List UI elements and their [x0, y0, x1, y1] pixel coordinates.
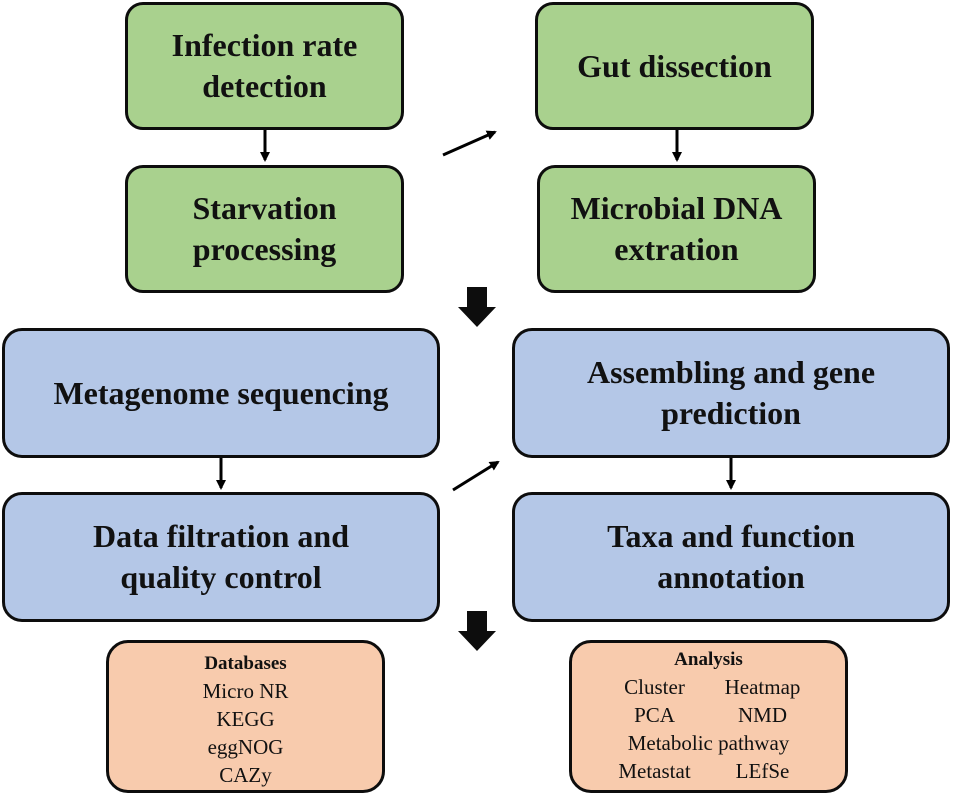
- gut-dissection-line-1: Gut dissection: [577, 47, 772, 84]
- filtration-line-2: quality control: [120, 559, 322, 595]
- database-item: KEGG: [216, 707, 275, 731]
- analysis-item: Cluster: [624, 675, 685, 699]
- infection-rate-detection-box: Infection rate detection: [125, 2, 404, 130]
- analysis-item: Heatmap: [724, 675, 801, 699]
- microbial-dna-extraction-box: Microbial DNA extration: [537, 165, 816, 293]
- analysis-row: PCA NMD: [601, 701, 817, 729]
- analysis-row: Metastat LEfSe: [601, 757, 817, 785]
- block-arrow-green-to-blue: [458, 287, 496, 327]
- database-item: CAZy: [219, 763, 272, 787]
- infection-rate-line-2: detection: [202, 68, 327, 104]
- databases-box: Databases Micro NR KEGG eggNOG CAZy: [106, 640, 385, 793]
- analysis-title: Analysis: [674, 649, 743, 670]
- analysis-item: NMD: [737, 703, 787, 727]
- assembling-line-1: Assembling and gene: [586, 354, 876, 390]
- analysis-row: Metabolic pathway: [628, 729, 790, 757]
- taxa-function-annotation-box: Taxa and function annotation: [512, 492, 950, 622]
- starvation-line-2: processing: [192, 231, 337, 267]
- dna-extraction-line-2: extration: [614, 231, 739, 267]
- annotation-line-2: annotation: [657, 559, 805, 595]
- database-item: eggNOG: [207, 735, 284, 759]
- analysis-box: Analysis Cluster Heatmap PCA NMD Metabol…: [569, 640, 848, 793]
- block-arrow-blue-to-orange: [458, 611, 496, 651]
- filtration-line-1: Data filtration and: [93, 518, 349, 554]
- starvation-line-1: Starvation: [192, 190, 337, 226]
- data-filtration-box: Data filtration and quality control: [2, 492, 440, 622]
- database-item: Micro NR: [202, 679, 289, 703]
- gut-dissection-box: Gut dissection: [535, 2, 814, 130]
- analysis-row: Cluster Heatmap: [601, 673, 817, 701]
- dna-extraction-line-1: Microbial DNA: [570, 190, 783, 226]
- arrow-diagonal-top: [442, 130, 497, 157]
- assembling-line-2: prediction: [661, 395, 801, 431]
- metagenome-sequencing-box: Metagenome sequencing: [2, 328, 440, 458]
- infection-rate-line-1: Infection rate: [171, 27, 358, 63]
- assembling-gene-prediction-box: Assembling and gene prediction: [512, 328, 950, 458]
- annotation-line-1: Taxa and function: [607, 518, 855, 554]
- analysis-item: LEfSe: [735, 759, 790, 783]
- metagenome-line-1: Metagenome sequencing: [53, 374, 389, 411]
- analysis-item: Metabolic pathway: [627, 731, 790, 755]
- starvation-processing-box: Starvation processing: [125, 165, 404, 293]
- analysis-item: PCA: [634, 703, 675, 727]
- analysis-item: Metastat: [618, 759, 691, 783]
- arrow-diagonal-middle: [452, 460, 500, 492]
- databases-title: Databases: [204, 653, 287, 674]
